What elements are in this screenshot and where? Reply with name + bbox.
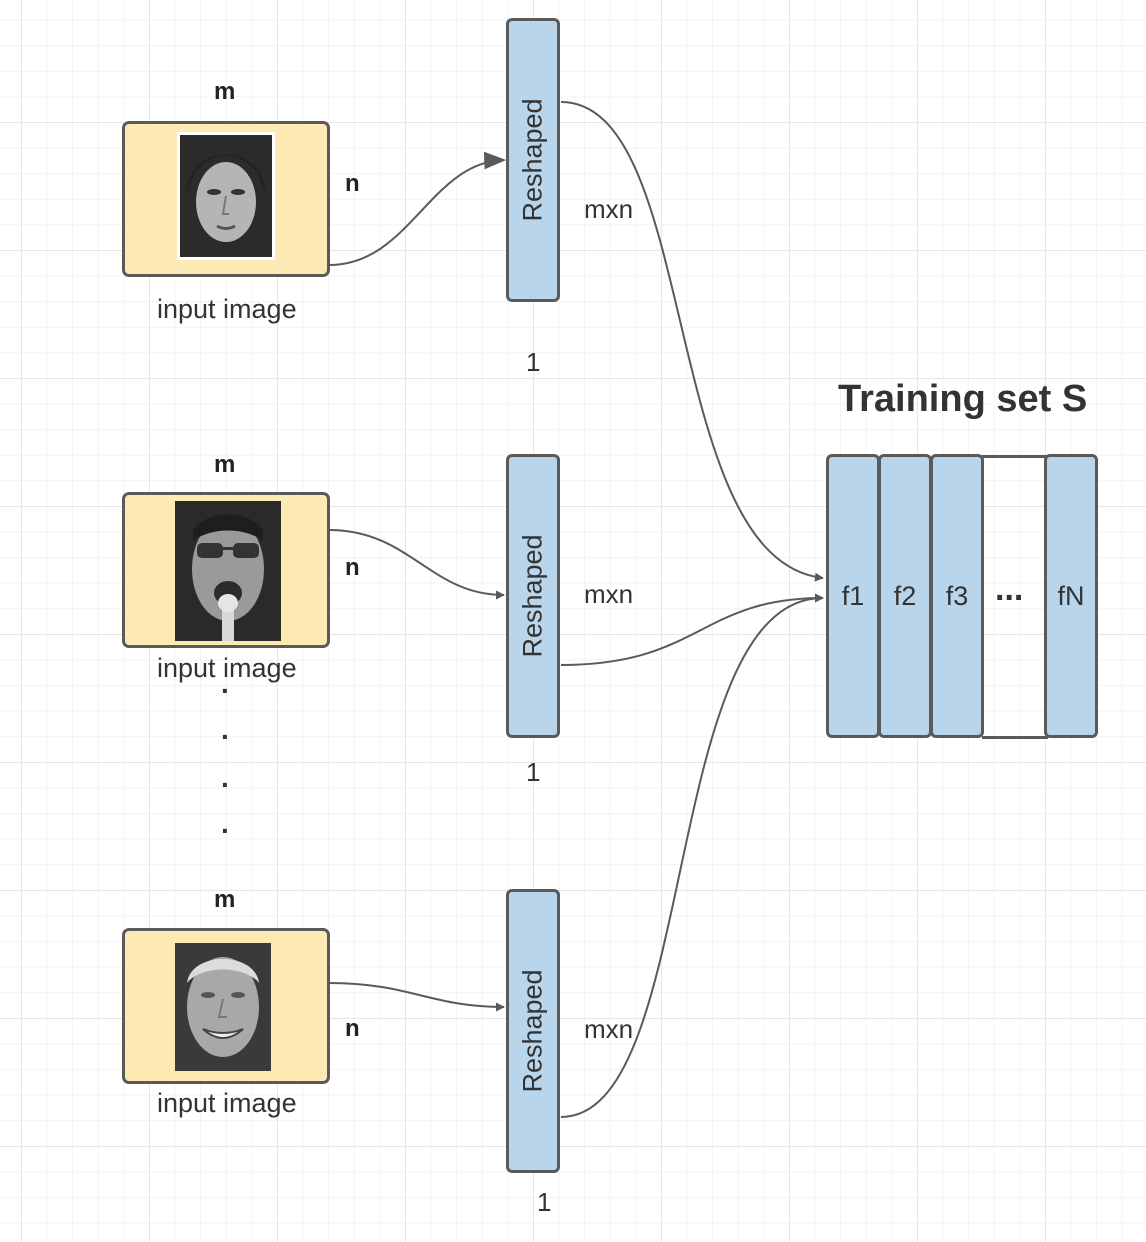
training-set-bottom-border bbox=[982, 736, 1048, 739]
feature-column-f1: f1 bbox=[826, 454, 880, 738]
feature-column-f3: f3 bbox=[930, 454, 984, 738]
arrow-input2-to-reshaped2 bbox=[328, 529, 505, 600]
man-sunglasses-microphone-photo bbox=[175, 501, 281, 641]
input-image-box bbox=[122, 121, 330, 277]
reshaped-label: Reshaped bbox=[517, 969, 548, 1093]
input-image-caption: input image bbox=[157, 653, 297, 683]
reshaped-vector: Reshaped bbox=[506, 889, 560, 1173]
mxn-label: mxn bbox=[584, 194, 634, 224]
input-image-box bbox=[122, 492, 330, 648]
vector-width-label: 1 bbox=[526, 347, 541, 377]
training-set-title: Training set S bbox=[838, 378, 1088, 420]
vector-width-label: 1 bbox=[526, 757, 541, 787]
vector-width-label: 1 bbox=[537, 1187, 552, 1217]
ellipsis-dot: . bbox=[221, 714, 229, 745]
n-label: n bbox=[345, 554, 360, 581]
feature-label: f3 bbox=[945, 580, 969, 611]
mxn-label: mxn bbox=[584, 1014, 634, 1044]
feature-label: f1 bbox=[841, 580, 865, 611]
ellipsis-dot: . bbox=[221, 762, 229, 793]
input-image-caption: input image bbox=[157, 294, 297, 324]
m-label: m bbox=[214, 451, 236, 478]
n-label: n bbox=[345, 170, 360, 197]
m-label: m bbox=[214, 886, 236, 913]
m-label: m bbox=[214, 78, 236, 105]
training-set-ellipsis: ... bbox=[995, 570, 1024, 608]
reshaped-label: Reshaped bbox=[517, 98, 548, 222]
arrow-reshaped2-to-training bbox=[560, 593, 824, 666]
input-image-box bbox=[122, 928, 330, 1084]
feature-column-fN: fN bbox=[1044, 454, 1098, 738]
n-label: n bbox=[345, 1015, 360, 1042]
reshaped-label: Reshaped bbox=[517, 534, 548, 658]
arrow-input1-to-reshaped1 bbox=[328, 151, 507, 266]
arrow-input3-to-reshaped3 bbox=[328, 982, 505, 1012]
reshaped-vector: Reshaped bbox=[506, 18, 560, 302]
feature-label: f2 bbox=[893, 580, 917, 611]
mxn-label: mxn bbox=[584, 579, 634, 609]
arrow-reshaped3-to-training bbox=[560, 593, 824, 1118]
woman-face-photo bbox=[177, 132, 275, 260]
ellipsis-dot: . bbox=[221, 808, 229, 839]
smiling-man-face-photo bbox=[175, 943, 271, 1071]
feature-column-f2: f2 bbox=[878, 454, 932, 738]
input-image-caption: input image bbox=[157, 1088, 297, 1118]
reshaped-vector: Reshaped bbox=[506, 454, 560, 738]
feature-label: fN bbox=[1057, 580, 1085, 611]
training-set-top-border bbox=[982, 455, 1048, 458]
arrow-reshaped1-to-training bbox=[560, 101, 824, 582]
ellipsis-dot: . bbox=[221, 668, 229, 699]
